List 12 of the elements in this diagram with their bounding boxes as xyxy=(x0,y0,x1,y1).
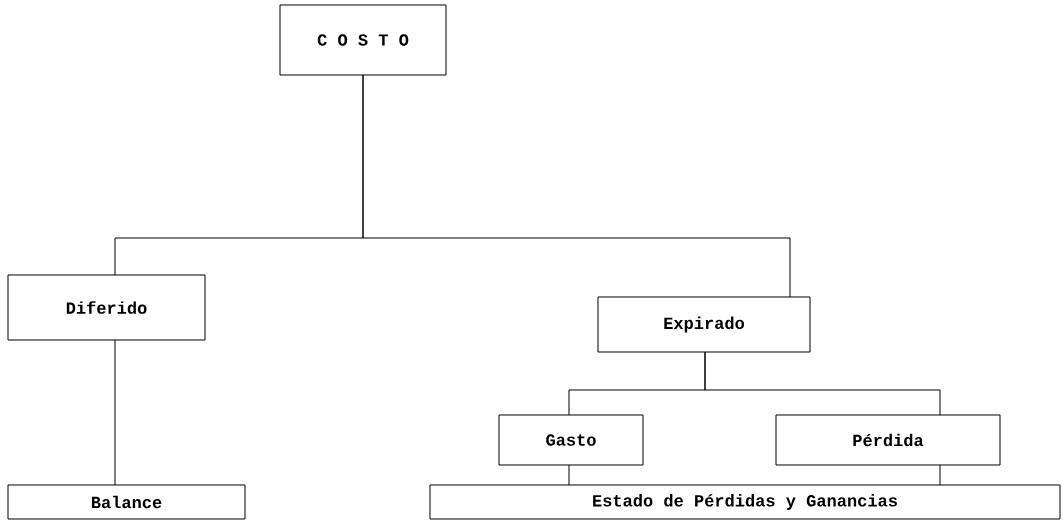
box: C O S T O xyxy=(279,4,447,76)
box: Diferido xyxy=(7,274,206,341)
connector-line xyxy=(568,464,570,486)
box: Balance xyxy=(7,484,246,520)
box: Estado de Pérdidas y Ganancias xyxy=(429,484,1061,520)
box: Expirado xyxy=(597,296,811,353)
box: Pérdida xyxy=(775,414,1001,466)
box: Gasto xyxy=(498,414,644,466)
connector-line xyxy=(704,351,941,416)
connector-line xyxy=(114,339,116,486)
connector-line xyxy=(939,464,941,486)
connector-line xyxy=(362,74,791,298)
